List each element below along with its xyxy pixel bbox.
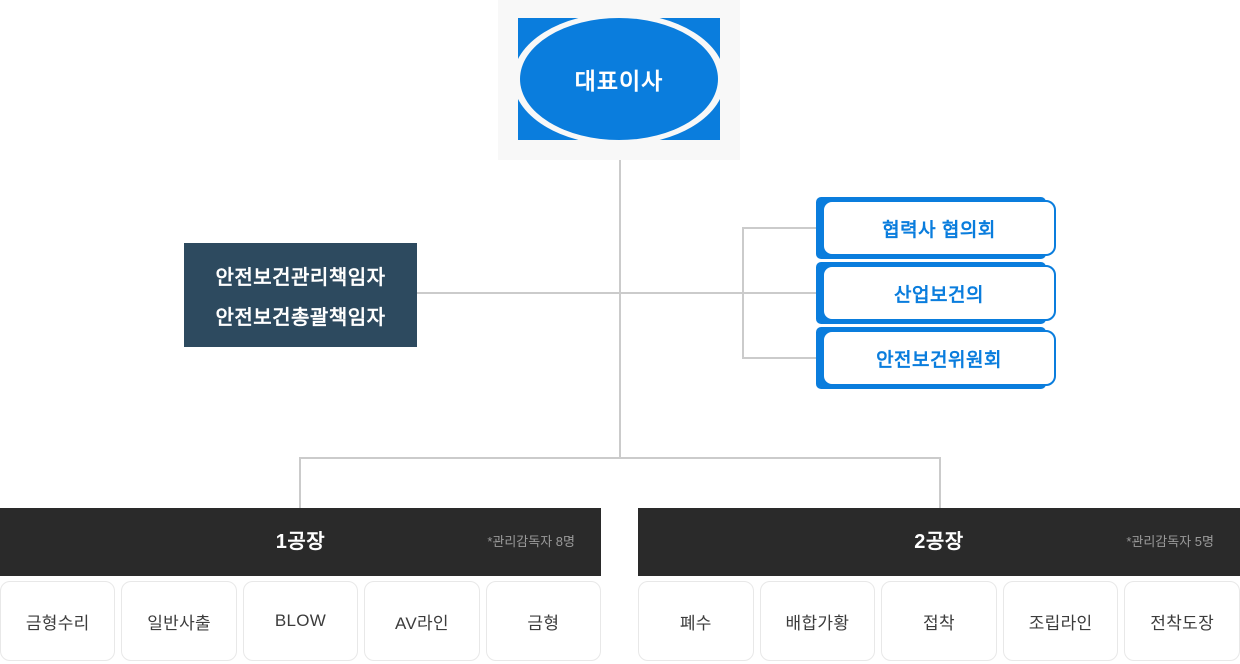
- factory1-bar: 1공장 *관리감독자 8명: [0, 508, 601, 576]
- connector-factory2-vertical: [939, 457, 941, 508]
- factory2-bar: 2공장 *관리감독자 5명: [638, 508, 1240, 576]
- ceo-ellipse-graphic: [513, 13, 725, 145]
- dept-box: 전착도장: [1124, 581, 1240, 661]
- connector-factories-horizontal: [299, 457, 941, 459]
- manager-title-line2: 안전보건총괄책임자: [215, 306, 386, 329]
- factory2-departments: 폐수 배합가황 접착 조립라인 전착도장: [638, 581, 1240, 661]
- connector-ceo-vertical: [619, 160, 621, 459]
- factory2-supervisor-note: *관리감독자 5명: [1126, 534, 1214, 549]
- dept-box: 접착: [881, 581, 997, 661]
- ceo-node: 대표이사: [498, 0, 740, 160]
- committee-box-industrial-health: 산업보건의: [816, 262, 1056, 324]
- manager-box: 안전보건관리책임자 안전보건총괄책임자: [184, 243, 417, 347]
- factory1-supervisor-note: *관리감독자 8명: [487, 534, 575, 549]
- connector-factory1-vertical: [299, 457, 301, 508]
- dept-box: 배합가황: [759, 581, 876, 661]
- dept-box: 일반사출: [121, 581, 237, 661]
- ceo-label: 대표이사: [574, 68, 664, 94]
- connector-committee-stub-top: [742, 227, 820, 229]
- dept-box: BLOW: [242, 581, 359, 661]
- dept-box: 금형수리: [0, 581, 116, 661]
- committee-label: 산업보건의: [822, 265, 1056, 321]
- committee-box-partner-council: 협력사 협의회: [816, 197, 1056, 259]
- manager-title-line1: 안전보건관리책임자: [215, 266, 386, 289]
- connector-manager-horizontal: [417, 292, 822, 294]
- dept-box: 금형: [485, 581, 602, 661]
- factory2-title: 2공장: [914, 531, 964, 553]
- committee-label: 안전보건위원회: [822, 330, 1056, 386]
- factory1-departments: 금형수리 일반사출 BLOW AV라인 금형: [0, 581, 602, 661]
- connector-committee-stub-bottom: [742, 357, 820, 359]
- factory1-title: 1공장: [275, 531, 326, 553]
- dept-box: 폐수: [638, 581, 754, 661]
- connector-committee-vertical: [742, 227, 744, 359]
- committee-label: 협력사 협의회: [822, 200, 1056, 256]
- dept-box: AV라인: [364, 581, 480, 661]
- committee-box-safety-committee: 안전보건위원회: [816, 327, 1056, 389]
- dept-box: 조립라인: [1002, 581, 1119, 661]
